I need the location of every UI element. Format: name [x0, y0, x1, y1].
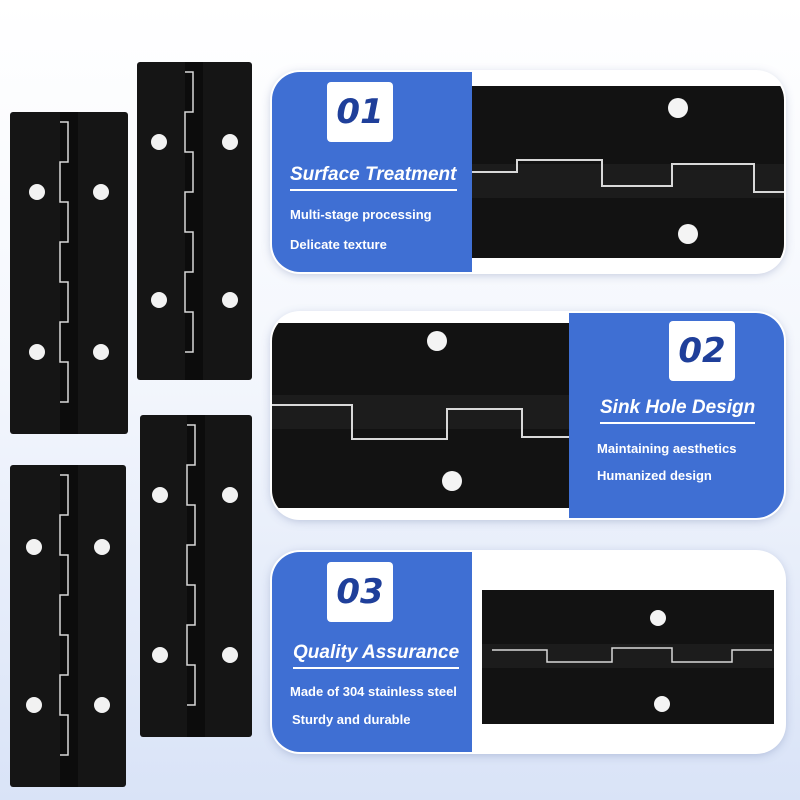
hinge-closeup-photo-1: [472, 72, 784, 272]
feature-title-2: Sink Hole Design: [600, 397, 756, 424]
hinge-image-1: [10, 112, 128, 434]
feature-number-badge-3: 03: [327, 562, 393, 622]
feature-line-2-2: Humanized design: [597, 468, 712, 483]
feature-line-3-2: Sturdy and durable: [292, 712, 411, 727]
hinge-closeup-photo-3: [472, 552, 784, 752]
feature-panel-1: 01 Surface Treatment Multi-stage process…: [272, 72, 784, 272]
feature-line-1-2: Delicate texture: [290, 237, 387, 252]
feature-title-3: Quality Assurance: [293, 642, 460, 669]
feature-title-1: Surface Treatment: [290, 164, 457, 191]
feature-number-badge-1: 01: [327, 82, 393, 142]
feature-line-1-1: Multi-stage processing: [290, 207, 432, 222]
hinge-image-2: [137, 62, 252, 380]
hinge-image-3: [10, 465, 126, 787]
feature-panel-2: 02 Sink Hole Design Maintaining aestheti…: [272, 313, 784, 518]
feature-number-badge-2: 02: [669, 321, 735, 381]
feature-line-2-1: Maintaining aesthetics: [597, 441, 737, 456]
feature-panel-3: 03 Quality Assurance Made of 304 stainle…: [272, 552, 784, 752]
hinge-image-4: [140, 415, 252, 737]
feature-line-3-1: Made of 304 stainless steel: [290, 684, 457, 699]
hinge-closeup-photo-2: [272, 313, 572, 518]
